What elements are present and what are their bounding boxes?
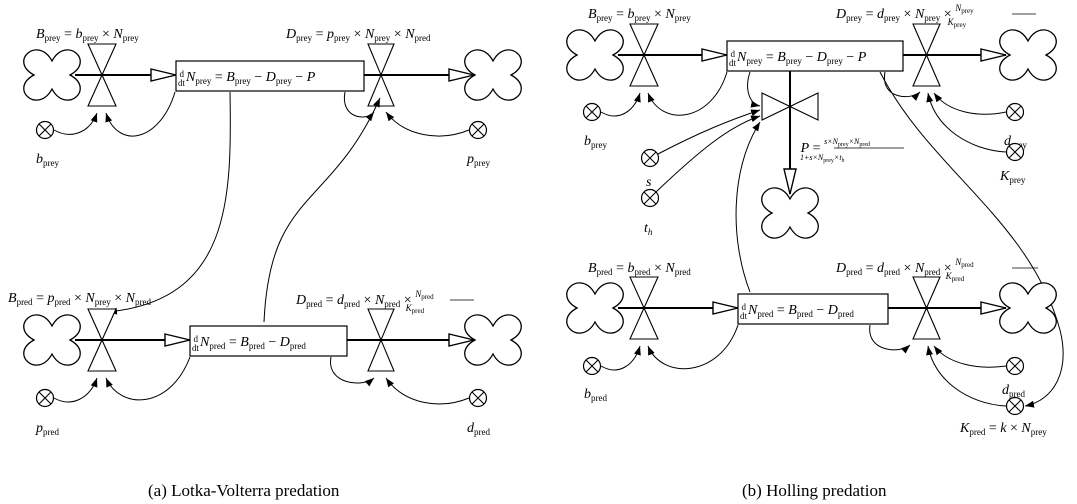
- pred-death-valve-icon: [912, 276, 941, 340]
- aux-b-prey-icon: [582, 102, 602, 122]
- source-cloud-icon: [566, 29, 624, 81]
- aux-k-prey-label: Kprey: [999, 169, 1026, 185]
- link-p-pred: [53, 377, 98, 403]
- predation-valve-icon: [761, 92, 819, 121]
- link-npred-predation: [735, 121, 761, 293]
- prey-birth-equation: Bprey = bprey × Nprey: [588, 7, 691, 23]
- aux-s-label: s: [646, 175, 652, 190]
- link-th: [655, 115, 761, 193]
- link-nprey-predation: [747, 71, 761, 108]
- prey-death-valve-icon: [912, 23, 941, 87]
- link-b-prey: [600, 92, 641, 117]
- pred-birth-valve-icon: [87, 308, 117, 372]
- link-d-pred: [385, 377, 470, 405]
- aux-p-prey-icon: [468, 120, 488, 140]
- link-nprey-death: [343, 91, 375, 122]
- pred-birth-valve-icon: [629, 276, 659, 340]
- link-nprey-birth: [647, 71, 728, 116]
- link-b-prey: [53, 112, 98, 135]
- caption-b: (b) Holling predation: [742, 481, 887, 500]
- link-k-pred: [926, 345, 1007, 407]
- aux-k-pred-label: Kpred = k × Nprey: [959, 421, 1047, 437]
- aux-d-pred-icon: [1005, 356, 1025, 376]
- link-nprey-kpred: [879, 71, 1064, 408]
- pred-stock-box: [737, 293, 889, 325]
- source-cloud-icon: [566, 282, 624, 334]
- prey-birth-valve-icon: [629, 23, 659, 87]
- caption-a: (a) Lotka-Volterra predation: [148, 481, 340, 500]
- pred-stock-box: [189, 325, 348, 357]
- source-cloud-icon: [23, 314, 81, 366]
- aux-d-pred-icon: [468, 388, 488, 408]
- link-npred-to-prey-death: [263, 97, 381, 323]
- link-npred-birth: [647, 324, 739, 370]
- sink-cloud-icon: [999, 282, 1057, 334]
- prey-birth-valve-icon: [87, 43, 117, 107]
- aux-p-pred-label: ppred: [35, 421, 59, 437]
- link-nprey-death: [884, 71, 921, 101]
- pred-birth-equation: Bpred = bpred × Npred: [588, 261, 691, 277]
- link-npred-death: [869, 324, 911, 354]
- link-p-prey: [385, 111, 470, 137]
- aux-p-prey-label: pprey: [466, 152, 490, 168]
- aux-d-prey-icon: [1005, 102, 1025, 122]
- aux-k-pred-icon: [1005, 396, 1025, 416]
- aux-p-pred-icon: [35, 388, 55, 408]
- aux-k-prey-icon: [1005, 142, 1025, 162]
- aux-b-pred-icon: [582, 356, 602, 376]
- prey-stock-box: [726, 40, 904, 72]
- link-d-pred: [933, 345, 1007, 368]
- link-d-prey: [933, 92, 1007, 115]
- pred-death-valve-icon: [367, 308, 395, 372]
- sink-cloud-icon: [999, 29, 1057, 81]
- prey-death-equation: Dprey = pprey × Nprey × Npred: [285, 27, 431, 43]
- aux-d-pred-label: dpred: [1002, 383, 1025, 399]
- aux-b-pred-label: bpred: [584, 387, 607, 403]
- link-npred-death: [330, 356, 375, 387]
- link-k-prey: [926, 92, 1007, 153]
- pred-birth-equation: Bpred = ppred × Nprey × Npred: [8, 291, 151, 307]
- aux-b-prey-label: bprey: [584, 134, 607, 150]
- aux-b-prey-icon: [35, 120, 55, 140]
- aux-b-prey-label: bprey: [36, 152, 59, 168]
- sink-cloud-icon: [761, 187, 819, 239]
- aux-d-pred-label: dpred: [467, 421, 490, 437]
- prey-death-valve-icon: [367, 43, 395, 107]
- link-s: [657, 109, 761, 155]
- source-cloud-icon: [23, 49, 81, 101]
- link-b-pred: [600, 345, 641, 371]
- link-nprey-to-pred-birth: [107, 91, 231, 315]
- prey-birth-equation: Bprey = bprey × Nprey: [36, 27, 139, 43]
- aux-th-icon: [640, 188, 660, 208]
- link-npred-birth: [105, 356, 191, 401]
- link-nprey-birth: [105, 91, 176, 137]
- aux-th-label: th: [644, 221, 653, 237]
- prey-stock-box: [175, 60, 365, 92]
- aux-s-icon: [640, 148, 660, 168]
